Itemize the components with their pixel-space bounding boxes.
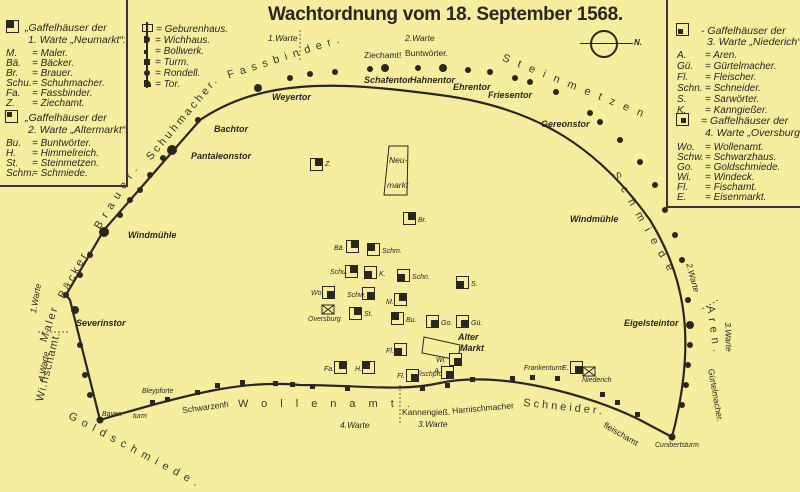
legend-entry: Schm.= Schmiede. bbox=[6, 168, 88, 179]
guild-wollenamt: Wollenamt. bbox=[238, 398, 423, 410]
warte1-house-icon bbox=[6, 20, 19, 33]
legend-warte1-subtitle: 1. Warte „Neumarkt“: bbox=[28, 34, 126, 46]
guild-house bbox=[456, 276, 469, 289]
legend-entry: K.= Kanngießer. bbox=[677, 105, 768, 116]
legend-entry: H.= Himmelreich. bbox=[6, 148, 99, 159]
gate-bleypforte: Bleypforte bbox=[142, 388, 174, 395]
gate-schafentor: Schafentor bbox=[364, 75, 412, 85]
guild-ziechamt: Ziechamt! bbox=[364, 50, 402, 60]
tower-bayen: Bayen bbox=[102, 411, 122, 418]
legend-entry: Br.= Brauer. bbox=[6, 68, 74, 79]
guild-kannengiess: Kannengieß. bbox=[402, 407, 451, 417]
legend-entry: Z.= Ziechamt. bbox=[6, 98, 85, 109]
guild-house bbox=[394, 293, 407, 306]
tower-bayen-turm: turm bbox=[133, 413, 147, 420]
guild-house bbox=[406, 369, 419, 382]
place-windmuehle-left: Windmühle bbox=[128, 230, 177, 240]
compass-north-label: N. bbox=[634, 38, 642, 47]
guild-buntworter: Buntwörter. bbox=[405, 48, 448, 58]
legend-entry: St.= Steinmetzen. bbox=[6, 158, 99, 169]
gate-fischpforte: Fischpforte bbox=[416, 371, 451, 378]
guild-house bbox=[362, 361, 375, 374]
legend-warte4-title: = Gaffelhäuser der bbox=[701, 115, 789, 127]
guild-house bbox=[570, 361, 583, 374]
guild-house bbox=[441, 366, 454, 379]
guild-house bbox=[334, 361, 347, 374]
place-windmuehle-right: Windmühle bbox=[570, 214, 619, 224]
legend-entry: Schw.= Schwarzhaus. bbox=[677, 152, 777, 163]
warte3-house-icon bbox=[676, 23, 689, 36]
legend-entry: Bä.= Bäcker. bbox=[6, 58, 75, 69]
gate-ehrentor: Ehrentor bbox=[453, 82, 491, 92]
guild-house bbox=[345, 265, 358, 278]
legend-entry: Go.= Goldschmiede. bbox=[677, 162, 781, 173]
gate-eigelsteintor: Eigelsteintor bbox=[624, 318, 679, 328]
legend-entry: Fa.= Fassbinder. bbox=[6, 88, 93, 99]
legend-right bbox=[666, 0, 800, 208]
legend-warte3-subtitle: 3. Warte „Niederich“: bbox=[707, 36, 800, 48]
legend-entry: S.= Sarwörter. bbox=[677, 94, 760, 105]
gate-bachtor: Bachtor bbox=[214, 124, 249, 134]
birthplace-icon bbox=[142, 24, 153, 32]
place-altermarkt-2: Markt bbox=[460, 343, 485, 353]
legend-entry: Schn.= Schneider. bbox=[677, 83, 762, 94]
legend-entry: M.= Maler. bbox=[6, 48, 69, 59]
map-title: Wachtordnung vom 18. September 1568. bbox=[268, 4, 623, 25]
legend-entry: Schu.= Schuhmacher. bbox=[6, 78, 105, 89]
legend-entry: Fl.= Fleischer. bbox=[677, 72, 757, 83]
place-neumarkt-1: Neu- bbox=[389, 155, 408, 165]
ward-2-top: 2.Warte bbox=[405, 33, 435, 43]
tower-frankenturm: Frankenturm bbox=[524, 365, 564, 372]
guild-house bbox=[449, 353, 462, 366]
guild-house bbox=[346, 240, 359, 253]
ward-3-right: 3.Warte bbox=[723, 322, 735, 352]
gate-friesentor: Friesentor bbox=[488, 90, 533, 100]
ward-4-bottom: 4.Warte bbox=[340, 420, 370, 430]
guild-house bbox=[349, 307, 362, 320]
legend-entry: Wi.= Windeck. bbox=[677, 172, 755, 183]
gate-weyertor: Weyertor bbox=[272, 92, 311, 102]
guild-house bbox=[456, 315, 469, 328]
guild-house bbox=[362, 287, 375, 300]
gate-icon bbox=[144, 80, 151, 87]
legend-left bbox=[0, 0, 128, 187]
legend-entry: Gü.= Gürtelmacher. bbox=[677, 61, 777, 72]
legend-entry: Bu.= Buntwörter. bbox=[6, 138, 92, 149]
legend-warte2-subtitle: 2. Warte „Altermarkt“: bbox=[28, 124, 129, 136]
legend-warte3-title: - Gaffelhäuser der bbox=[701, 25, 786, 37]
ward-1-top: 1.Warte bbox=[268, 33, 298, 43]
tower-cunibertsturm: Cunibertsturm bbox=[655, 442, 699, 449]
city-wall bbox=[38, 30, 719, 441]
legend-warte2-title: „Gaffelhäuser der bbox=[25, 112, 107, 124]
legend-entry: Fl.= Fischamt. bbox=[677, 182, 757, 193]
legend-warte4-subtitle: 4. Warte „Oversburg“: bbox=[705, 127, 800, 139]
warte4-house-icon bbox=[676, 113, 689, 126]
guild-house bbox=[426, 315, 439, 328]
guild-house bbox=[364, 266, 377, 279]
legend-warte1-title: „Gaffelhäuser der bbox=[25, 22, 107, 34]
gate-gereonstor: Gereonstor bbox=[541, 119, 590, 129]
ward-3-bottom: 3.Warte bbox=[418, 419, 448, 429]
guild-house bbox=[322, 286, 335, 299]
place-neumarkt-2: markt bbox=[387, 180, 409, 190]
gate-severinstor: Severinstor bbox=[76, 318, 126, 328]
compass-icon bbox=[590, 30, 618, 58]
guild-house bbox=[391, 312, 404, 325]
place-altermarkt-1: Alter bbox=[458, 332, 479, 342]
place-niederich: Niederich bbox=[582, 377, 612, 384]
legend-entry: Wo.= Wollenamt. bbox=[677, 142, 764, 153]
legend-entry: A.= Aren. bbox=[677, 50, 738, 61]
guild-house bbox=[397, 269, 410, 282]
gate-hahnentor: Hahnentor bbox=[410, 75, 455, 85]
warte2-house-icon bbox=[5, 110, 18, 123]
guild-house bbox=[394, 343, 407, 356]
place-oversburg: Oversburg bbox=[308, 316, 341, 323]
gate-pantaleonstor: Pantaleonstor bbox=[191, 151, 252, 161]
guild-house bbox=[403, 212, 416, 225]
guild-house bbox=[367, 243, 380, 256]
legend-entry: E.= Eisenmarkt. bbox=[677, 192, 767, 203]
guild-house bbox=[310, 158, 323, 171]
